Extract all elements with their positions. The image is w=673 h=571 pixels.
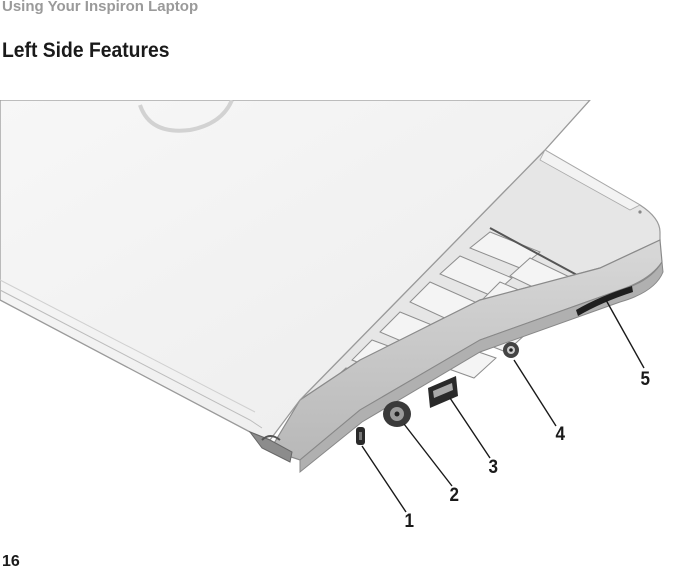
callout-3: 3 (489, 457, 499, 479)
callout-2: 2 (450, 485, 460, 507)
page-title: Left Side Features (2, 39, 169, 63)
security-cable-slot (356, 427, 365, 445)
page-number: 16 (2, 553, 20, 571)
laptop-left-side-illustration (0, 100, 673, 530)
audio-jack (503, 342, 519, 358)
ac-adapter-connector (383, 401, 411, 427)
running-header: Using Your Inspiron Laptop (2, 0, 198, 15)
callout-4: 4 (556, 424, 566, 446)
callout-1: 1 (405, 511, 415, 533)
callout-5: 5 (641, 369, 651, 391)
